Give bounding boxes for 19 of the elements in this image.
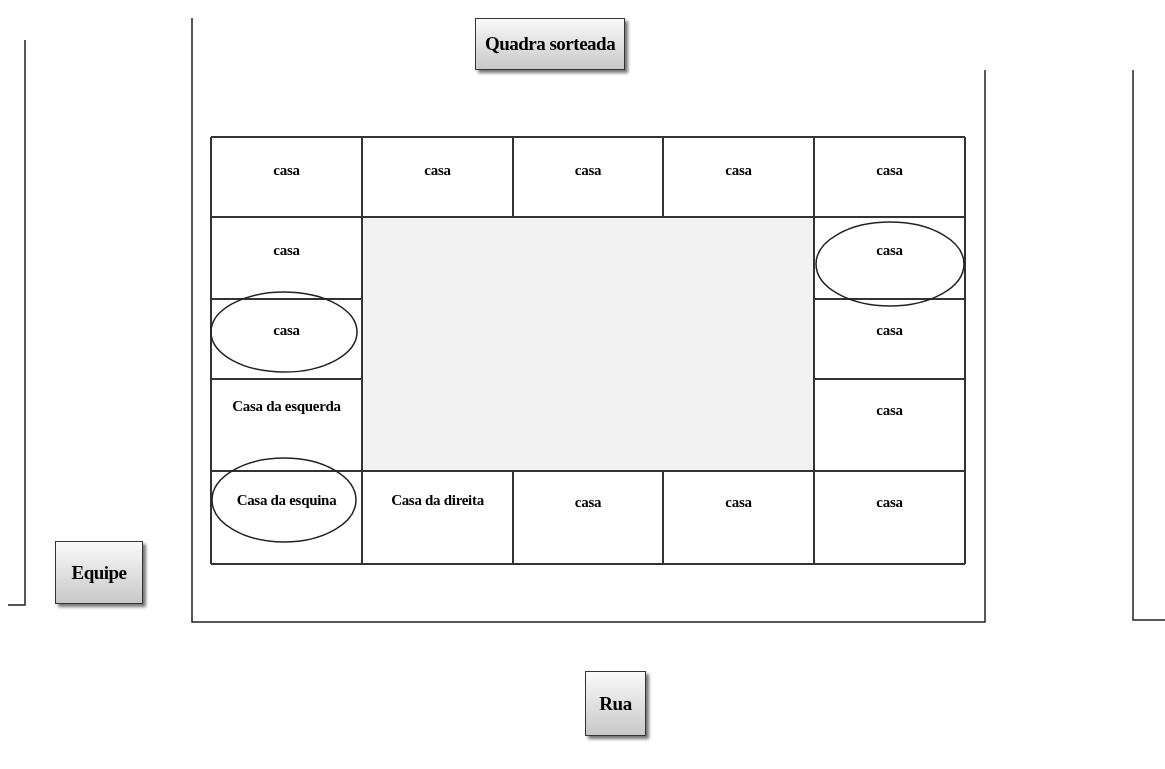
label-box: Equipe xyxy=(55,541,143,604)
house-label: casa xyxy=(573,161,603,180)
house-label: casa xyxy=(875,321,904,340)
house-label: casa xyxy=(875,241,904,260)
house-label: casa xyxy=(272,161,301,180)
house-label: casa xyxy=(875,493,904,512)
house-label: casa xyxy=(875,161,904,180)
house-label: Casa da esquerda xyxy=(231,397,342,416)
house-label: casa xyxy=(423,161,452,180)
house-label: casa xyxy=(272,241,301,260)
house-label: casa xyxy=(272,321,301,340)
house-label: Casa da direita xyxy=(390,491,485,510)
house-label: casa xyxy=(875,401,904,420)
house-label: casa xyxy=(573,493,603,512)
house-label: casa xyxy=(724,493,753,512)
label-box: Rua xyxy=(585,671,646,736)
house-label: Casa da esquina xyxy=(235,491,338,510)
label-box: Quadra sorteada xyxy=(475,18,625,70)
house-label: casa xyxy=(724,161,753,180)
